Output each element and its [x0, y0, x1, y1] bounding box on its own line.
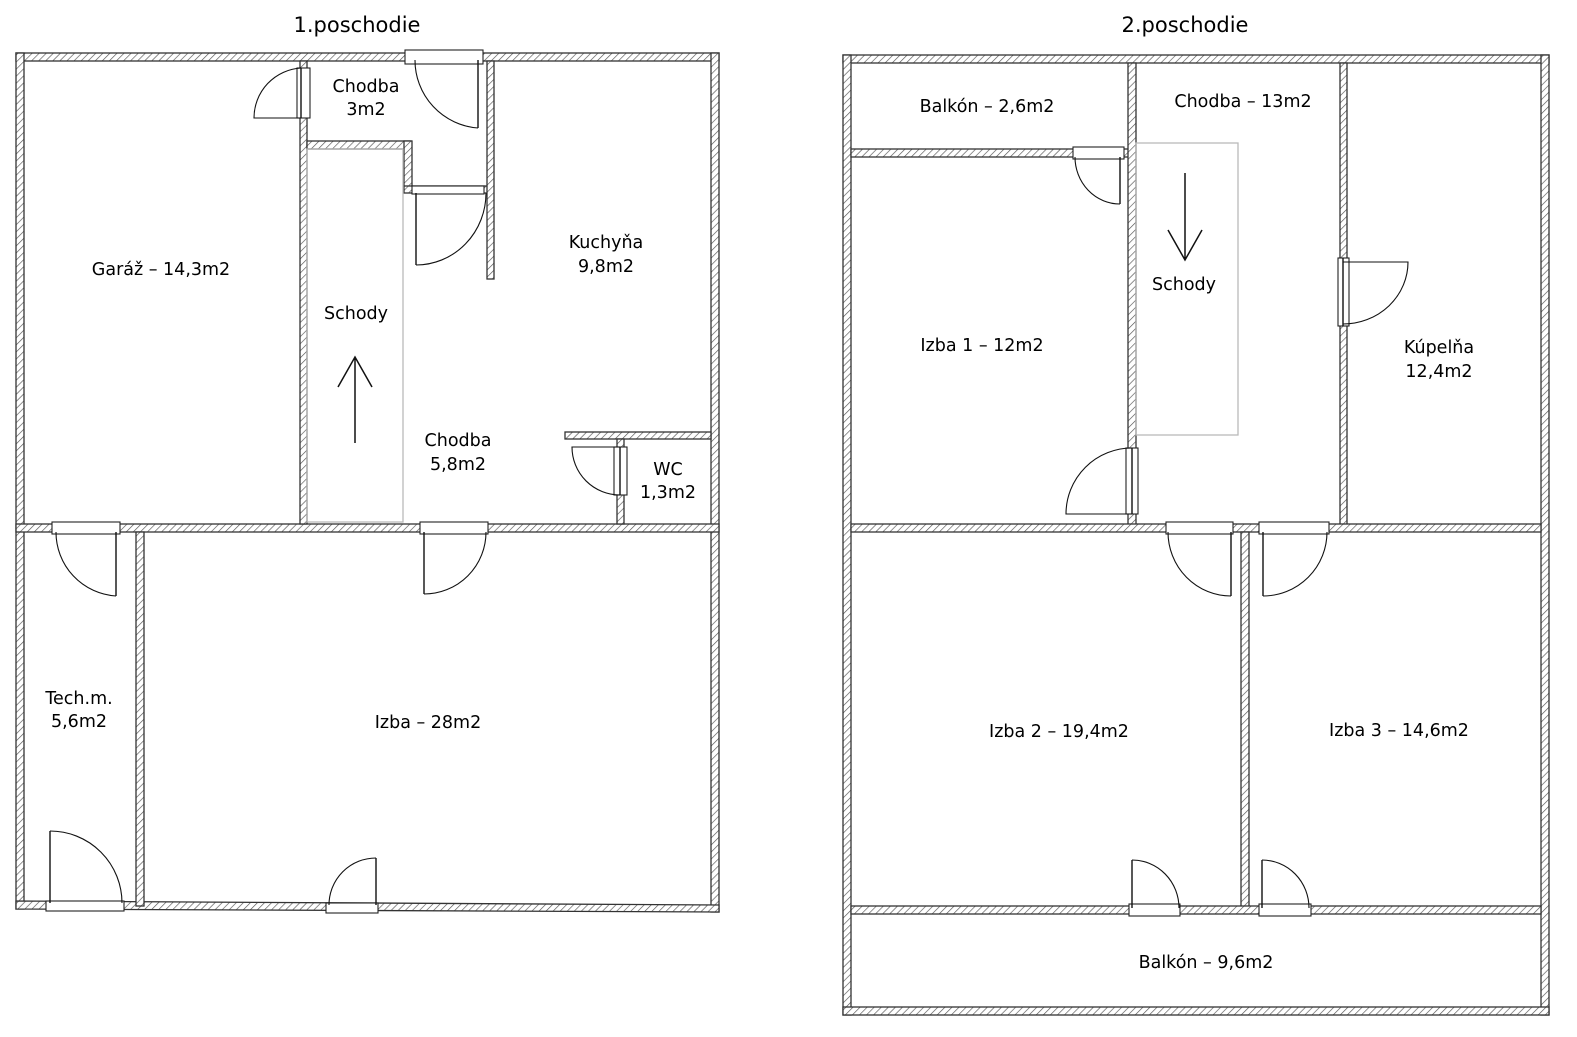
floor-2-doors — [1065, 146, 1409, 917]
door-izba-top — [419, 521, 489, 595]
label-chodba-small-name: Chodba — [333, 77, 400, 97]
floor-2-stairs — [1135, 142, 1239, 436]
floor-1-interior-walls — [15, 60, 720, 907]
label-schody-2: Schody — [1152, 275, 1216, 295]
door-izba3-balkon — [1258, 859, 1312, 917]
floor-2-title: 2.poschodie — [1122, 13, 1249, 37]
floor-2-plan: 2.poschodie — [842, 13, 1550, 1016]
label-izba1: Izba 1 – 12m2 — [920, 336, 1043, 356]
label-garaz: Garáž – 14,3m2 — [92, 260, 230, 280]
door-chodba-kuchyna — [411, 185, 487, 266]
door-izba-exterior — [325, 857, 379, 914]
floor-1-plan: 1.poschodie — [15, 13, 720, 914]
door-kupelna — [1337, 257, 1409, 327]
label-kupelna-name: Kúpelňa — [1404, 338, 1474, 358]
label-chodba-main-area: 5,8m2 — [430, 455, 486, 475]
door-wc — [571, 446, 628, 496]
floor-1-room-labels: Garáž – 14,3m2 Chodba 3m2 Kuchyňa 9,8m2 … — [44, 77, 696, 733]
label-kuchyna-area: 9,8m2 — [578, 257, 634, 277]
floor-1-title: 1.poschodie — [294, 13, 421, 37]
label-wc-area: 1,3m2 — [640, 483, 696, 503]
door-izba2-balkon — [1128, 859, 1181, 917]
label-chodba-small-area: 3m2 — [346, 100, 385, 120]
label-wc-name: WC — [653, 460, 683, 480]
floor-1-doors — [45, 49, 628, 914]
label-kupelna-area: 12,4m2 — [1405, 362, 1472, 382]
label-chodba-main-name: Chodba — [425, 431, 492, 451]
floor-2-room-labels: Balkón – 2,6m2 Chodba – 13m2 Schody Izba… — [920, 92, 1475, 973]
door-garaz-chodba — [253, 67, 311, 119]
door-tech-exterior — [45, 830, 125, 912]
door-izba1-top — [1072, 146, 1125, 205]
door-izba1-chodba — [1065, 447, 1139, 515]
label-balkon-bottom: Balkón – 9,6m2 — [1139, 953, 1274, 973]
label-izba3: Izba 3 – 14,6m2 — [1329, 721, 1469, 741]
door-izba3-top — [1258, 521, 1330, 597]
label-tech-name: Tech.m. — [44, 689, 112, 709]
floor-2-interior-walls — [850, 62, 1542, 915]
label-izba2: Izba 2 – 19,4m2 — [989, 722, 1129, 742]
floor-2-outer-walls — [842, 54, 1550, 1016]
label-kuchyna-name: Kuchyňa — [569, 233, 644, 253]
label-schody-1: Schody — [324, 304, 388, 324]
door-izba2-top — [1165, 521, 1234, 597]
label-izba: Izba – 28m2 — [375, 713, 482, 733]
door-tech-top — [51, 521, 121, 597]
door-chodba-top — [404, 49, 484, 129]
label-chodba-2: Chodba – 13m2 — [1174, 92, 1311, 112]
floor-1-stairs — [306, 148, 404, 523]
label-tech-area: 5,6m2 — [51, 712, 107, 732]
label-balkon-top: Balkón – 2,6m2 — [920, 97, 1055, 117]
